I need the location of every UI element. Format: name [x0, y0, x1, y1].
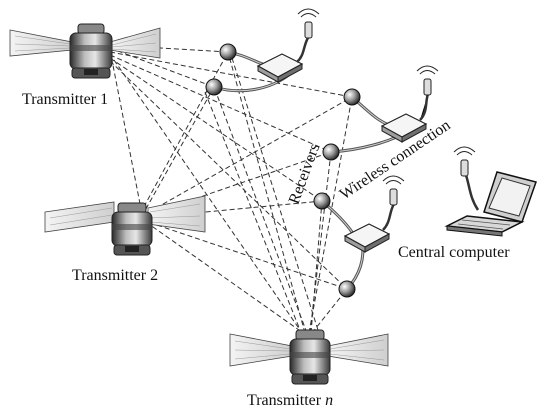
receiver-3	[343, 88, 361, 106]
transmitter-1	[9, 23, 161, 79]
beam-lines	[109, 44, 353, 336]
receivers	[205, 43, 361, 298]
transmitter-n	[229, 329, 389, 385]
transmitter-n-label: Transmitter n	[247, 392, 333, 409]
transmitter-n-index: n	[325, 392, 333, 409]
receiver-2	[205, 78, 223, 96]
receiver-6	[338, 280, 356, 298]
receiver-4	[322, 143, 340, 161]
wireless-module-3	[343, 175, 405, 253]
receiver-5	[313, 192, 331, 210]
transmitter-2	[44, 195, 206, 256]
central-computer-laptop	[444, 146, 537, 237]
transmitter-n-prefix: Transmitter	[247, 392, 325, 409]
wireless-module-1	[256, 8, 320, 83]
transmitter-2-label: Transmitter 2	[72, 267, 158, 284]
transmitter-1-label: Transmitter 1	[22, 91, 108, 108]
wireless-module-2	[380, 65, 439, 143]
receiver-1	[219, 43, 237, 61]
central-computer-label: Central computer	[398, 244, 510, 261]
